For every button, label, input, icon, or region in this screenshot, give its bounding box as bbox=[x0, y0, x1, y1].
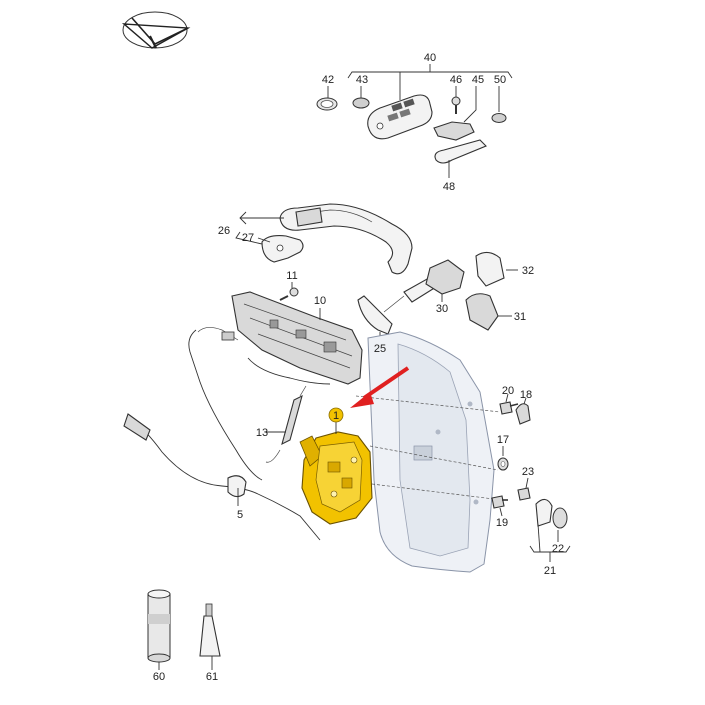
screw bbox=[451, 96, 461, 114]
grease-tube bbox=[199, 603, 221, 657]
callout-19: 19 bbox=[496, 517, 508, 529]
outer-handle bbox=[279, 203, 413, 275]
callout-26: 26 bbox=[218, 225, 230, 237]
washer-17 bbox=[497, 446, 509, 471]
callout-48: 48 bbox=[443, 181, 455, 193]
cap bbox=[491, 113, 507, 123]
handle-bracket bbox=[261, 235, 304, 263]
callout-badge-1 bbox=[328, 407, 344, 423]
callout-25: 25 bbox=[374, 343, 386, 355]
door-lock-highlighted bbox=[299, 420, 373, 525]
cables bbox=[123, 327, 331, 541]
callout-42: 42 bbox=[322, 74, 334, 86]
callout-45: 45 bbox=[472, 74, 484, 86]
cylinder-cap-32 bbox=[475, 251, 518, 287]
callout-5: 5 bbox=[237, 509, 243, 521]
callout-17: 17 bbox=[497, 434, 509, 446]
screw-19 bbox=[491, 495, 508, 517]
callout-60: 60 bbox=[153, 671, 165, 683]
callout-18: 18 bbox=[520, 389, 532, 401]
callout-31: 31 bbox=[514, 311, 526, 323]
cover-22 bbox=[552, 507, 568, 542]
striker-21 bbox=[535, 498, 553, 553]
callout-43: 43 bbox=[356, 74, 368, 86]
callout-61: 61 bbox=[206, 671, 218, 683]
key-cover bbox=[433, 121, 475, 141]
screw-23 bbox=[517, 477, 531, 501]
callout-30: 30 bbox=[436, 303, 448, 315]
grease-can bbox=[147, 589, 171, 663]
callout-20: 20 bbox=[502, 385, 514, 397]
callout-46: 46 bbox=[450, 74, 462, 86]
cylinder-cap-31 bbox=[465, 293, 512, 331]
handle-carrier bbox=[231, 291, 363, 385]
callout-21: 21 bbox=[544, 565, 556, 577]
callout-13: 13 bbox=[256, 427, 268, 439]
battery bbox=[352, 97, 370, 109]
key-group bbox=[316, 64, 513, 178]
red-arrow-icon bbox=[350, 366, 410, 408]
lock-cylinder bbox=[383, 259, 465, 313]
callout-labels: 1 5 10 11 13 17 18 19 20 21 22 23 25 26 … bbox=[153, 52, 564, 683]
door-shell bbox=[367, 331, 495, 573]
callout-50: 50 bbox=[494, 74, 506, 86]
screw-11 bbox=[279, 282, 299, 301]
key-fob bbox=[367, 94, 433, 140]
screw-20 bbox=[499, 393, 519, 415]
callout-11: 11 bbox=[286, 270, 297, 282]
callout-22: 22 bbox=[552, 543, 564, 555]
emergency-key bbox=[434, 139, 487, 178]
callout-40: 40 bbox=[424, 52, 436, 64]
callout-23: 23 bbox=[522, 466, 534, 478]
bumper-18 bbox=[515, 397, 531, 425]
paper-plane-logo-icon bbox=[121, 11, 191, 49]
callout-27: 27 bbox=[242, 232, 254, 244]
callout-32: 32 bbox=[522, 265, 534, 277]
callout-10: 10 bbox=[314, 295, 326, 307]
callout-1: 1 bbox=[333, 410, 339, 422]
